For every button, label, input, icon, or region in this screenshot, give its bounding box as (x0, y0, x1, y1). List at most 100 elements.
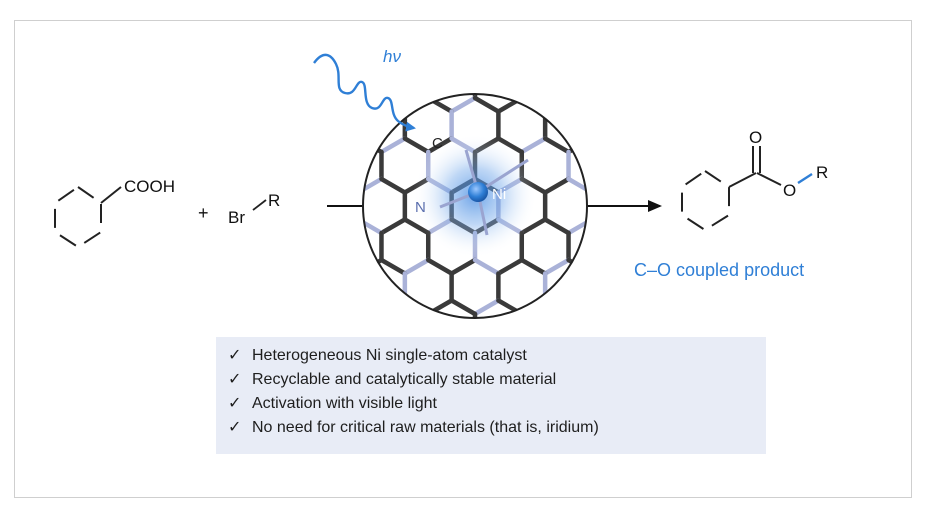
cyclohexane-ring-left (54, 185, 102, 249)
lattice-bond (639, 58, 662, 72)
lattice-bond (496, 257, 525, 276)
lattice-bond (402, 257, 431, 276)
lattice-bond (615, 139, 638, 153)
lattice-bond (311, 139, 334, 153)
lattice-bond (171, 463, 194, 477)
lattice-bond (592, 58, 615, 72)
acid-bond (100, 186, 122, 204)
lattice-bond (288, 220, 311, 234)
lattice-bond (662, 301, 685, 315)
lattice-bond (265, 17, 288, 31)
lattice-bond (662, 179, 685, 193)
lattice-bond (311, 179, 334, 193)
lattice-bond (615, 463, 638, 477)
lattice-bond (472, 95, 501, 114)
lattice-bond (241, 98, 264, 112)
check-icon: ✓ (228, 419, 242, 436)
lattice-bond (379, 257, 408, 276)
br-label: Br (228, 208, 245, 227)
n-label: N (415, 199, 426, 216)
lattice-bond (218, 260, 241, 274)
lattice-bond (335, 179, 358, 193)
lattice-bond (592, 220, 615, 234)
lattice-bond (241, 17, 264, 31)
product-caption: C–O coupled product (634, 260, 804, 280)
lattice-bond (194, 422, 217, 436)
lattice-bond (194, 341, 217, 355)
lattice-bond (662, 139, 685, 153)
lattice-bond (218, 98, 241, 112)
lattice-bond (288, 98, 311, 112)
lattice-bond (732, 179, 755, 193)
lattice-bond (379, 176, 408, 195)
lattice-bond (519, 257, 548, 276)
lattice-bond (449, 298, 478, 317)
o-r-bond (797, 172, 813, 185)
lattice-bond (756, 301, 779, 315)
cyclohexane-ring-product (681, 169, 730, 232)
lattice-bond (218, 17, 241, 31)
lattice-bond (405, 17, 428, 31)
br-r-bond (252, 199, 267, 211)
lattice-bond (288, 179, 311, 193)
lattice-bond (779, 341, 802, 355)
lattice-bond (452, 463, 475, 477)
lattice-bond (779, 139, 802, 153)
lattice-bond (265, 260, 288, 274)
check-icon: ✓ (228, 371, 242, 388)
lattice-bond (732, 17, 755, 31)
lattice-bond (779, 301, 802, 315)
lattice-bond (685, 463, 708, 477)
lattice-bond (335, 260, 358, 274)
lattice-bond (241, 58, 264, 72)
lattice-bond (662, 17, 685, 31)
lattice-bond (425, 257, 454, 276)
lattice-bond (522, 58, 545, 72)
lattice-bond (241, 139, 264, 153)
lattice-bond (545, 17, 568, 31)
lattice-bond (615, 58, 638, 72)
lattice-bond (405, 463, 428, 477)
lattice-bond (218, 17, 241, 31)
feature-item: ✓Recyclable and catalytically stable mat… (228, 368, 766, 392)
light-wave: hν (313, 47, 416, 132)
lattice-bond (452, 17, 475, 31)
lattice-bond (709, 139, 732, 153)
lattice-bond (363, 217, 384, 236)
lattice-bond (615, 179, 638, 193)
lattice-bond (171, 422, 194, 436)
lattice-bond (475, 17, 498, 31)
lattice-bond (615, 17, 638, 31)
carbonyl-to-o-bond (756, 172, 782, 186)
lattice-bond (311, 17, 334, 31)
carbonyl-o-label: O (749, 128, 762, 147)
lattice-bond (709, 98, 732, 112)
lattice-bond (615, 220, 638, 234)
lattice-bond (171, 98, 194, 112)
lattice-bond (311, 220, 334, 234)
lattice-bond (779, 220, 802, 234)
lattice-bond (363, 176, 384, 195)
r-label-product: R (816, 163, 828, 182)
lattice-bond (545, 463, 568, 477)
lattice-bond (288, 139, 311, 153)
lattice-bond (779, 17, 802, 31)
lattice-bond (194, 301, 217, 315)
lattice-bond (402, 136, 431, 155)
features-box: ✓Heterogeneous Ni single-atom catalyst ✓… (216, 337, 766, 454)
lattice-bond (779, 422, 802, 436)
lattice-bond (358, 17, 381, 31)
lattice-bond (335, 220, 358, 234)
lattice-bond (498, 463, 521, 477)
lattice-bond (756, 17, 779, 31)
lattice-bond (639, 17, 662, 31)
lattice-bond (405, 17, 428, 31)
lattice-bond (756, 220, 779, 234)
lattice-bond (171, 301, 194, 315)
lattice-bond (265, 301, 288, 315)
lattice-bond (662, 98, 685, 112)
lattice-bond (428, 17, 451, 31)
lattice-bond (381, 17, 404, 31)
lattice-bond (732, 17, 755, 31)
lattice-bond (542, 176, 571, 195)
